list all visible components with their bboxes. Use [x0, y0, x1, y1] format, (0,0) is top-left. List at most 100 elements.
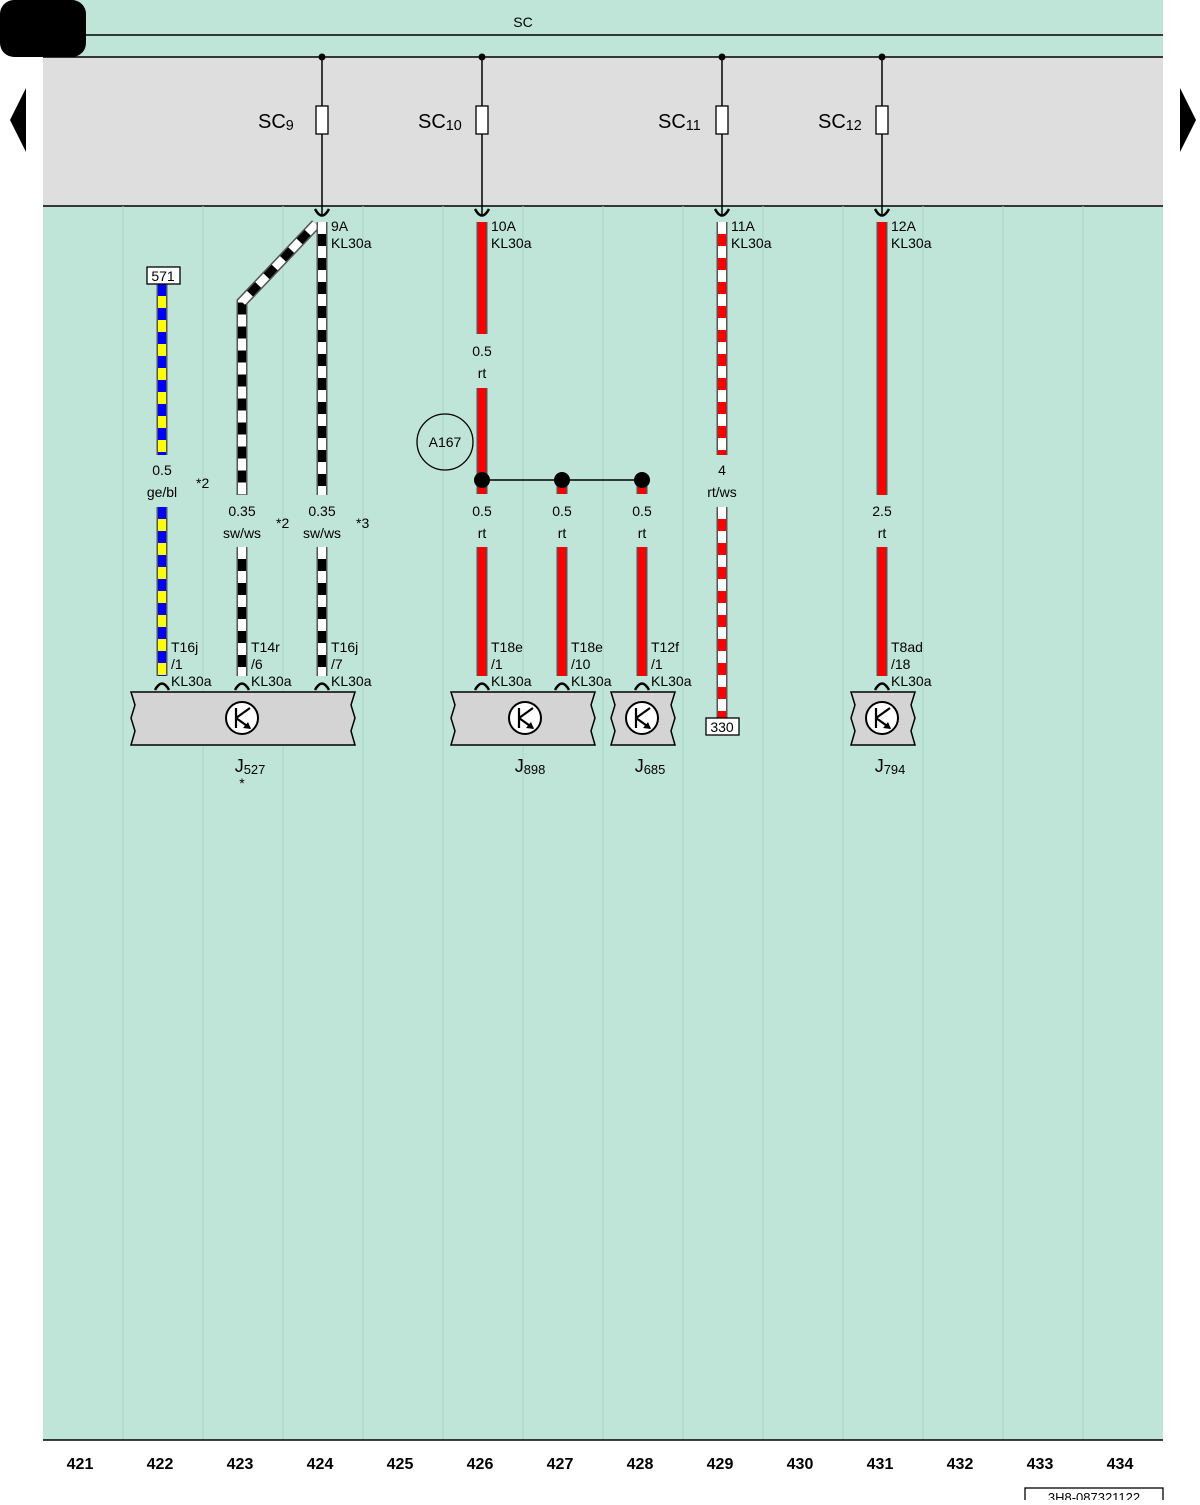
column-number: 421 — [67, 1456, 94, 1473]
connector-fork-icon — [313, 208, 331, 217]
wire-size: 2.5 — [872, 503, 892, 519]
connector-ref-330 — [705, 717, 740, 736]
pin-connector: T18e — [571, 639, 603, 655]
control-unit-icon-line — [875, 707, 891, 719]
connector-fork-icon — [233, 682, 251, 691]
pin-terminal: KL30a — [171, 673, 212, 689]
component-label: J527 — [235, 756, 266, 777]
footnote: *2 — [196, 475, 209, 491]
connector-ref-label: 330 — [710, 719, 734, 735]
pin-terminal: KL30a — [571, 673, 612, 689]
wire-size: 0.5 — [152, 462, 172, 478]
junction-dot — [718, 53, 726, 61]
component-label-main: J — [515, 756, 524, 776]
pin-connector: T18e — [491, 639, 523, 655]
fuse-symbol-icon — [475, 105, 489, 135]
connector-fork-icon — [473, 208, 491, 217]
wire-size: 0.5 — [472, 343, 492, 359]
component-label: J685 — [635, 756, 666, 777]
fuse-label-main: SC — [818, 111, 846, 133]
pin-connector: T14r — [251, 639, 280, 655]
control-unit-icon-line — [635, 707, 651, 719]
splice-symbol — [416, 413, 474, 471]
fuse-label: SC10 — [418, 111, 462, 134]
pin-connector: T16j — [331, 639, 358, 655]
pin-number: /18 — [891, 656, 911, 672]
pin-terminal: KL30a — [891, 673, 932, 689]
wire-color-code: sw/ws — [303, 525, 341, 541]
fuse-holder-band — [43, 57, 1163, 206]
splice-junction-dot — [634, 472, 650, 488]
connector-fork-icon — [713, 208, 731, 217]
column-number: 422 — [147, 1456, 174, 1473]
component-label-main: J — [875, 756, 884, 776]
fuse-rating: 9A — [331, 218, 349, 234]
fuse-terminal: KL30a — [331, 235, 372, 251]
fuse-label-main: SC — [258, 111, 286, 133]
bus-label: SC — [513, 14, 532, 30]
fuse-symbol-icon — [715, 105, 729, 135]
column-number: 431 — [867, 1456, 894, 1473]
pin-terminal: KL30a — [331, 673, 372, 689]
wire-color-code: rt/ws — [707, 484, 737, 500]
control-unit-icon-arrow — [643, 722, 651, 729]
pin-number: /6 — [251, 656, 263, 672]
pin-number: /1 — [491, 656, 503, 672]
fuse-terminal: KL30a — [891, 235, 932, 251]
connector-fork-icon — [873, 682, 891, 691]
column-number: 430 — [787, 1456, 814, 1473]
footnote: *3 — [356, 515, 369, 531]
component-label: J794 — [875, 756, 906, 777]
pin-connector: T16j — [171, 639, 198, 655]
connector-fork-icon — [313, 682, 331, 691]
component-label-sub: 898 — [524, 762, 546, 777]
connector-fork-icon — [153, 682, 171, 691]
component-label-sub: 794 — [884, 762, 906, 777]
fuse-rating: 12A — [891, 218, 917, 234]
component-label-main: J — [235, 756, 244, 776]
control-unit-icon-arrow — [883, 722, 891, 729]
fuse-label-sub: 11 — [686, 118, 701, 134]
column-number: 423 — [227, 1456, 254, 1473]
fuse-label-main: SC — [418, 111, 446, 133]
connector-ref-label: 571 — [151, 268, 175, 284]
pin-number: /10 — [571, 656, 591, 672]
fuse-terminal: KL30a — [491, 235, 532, 251]
control-unit-icon — [865, 701, 899, 735]
wire-sw-ws-stripe — [238, 221, 319, 495]
connector-fork-icon — [633, 682, 651, 691]
arrow-left-icon — [10, 88, 26, 152]
fuse-rating: 10A — [491, 218, 517, 234]
control-unit-icon-line — [235, 707, 251, 719]
splice-label: A167 — [429, 434, 462, 450]
control-unit-icon-arrow — [243, 722, 251, 729]
component-label-sub: 527 — [244, 762, 266, 777]
column-number: 427 — [547, 1456, 574, 1473]
column-number: 425 — [387, 1456, 414, 1473]
pin-number: /7 — [331, 656, 343, 672]
column-number: 434 — [1107, 1456, 1134, 1473]
column-number: 432 — [947, 1456, 974, 1473]
fuse-label: SC11 — [658, 111, 701, 134]
wire-size: 0.35 — [228, 503, 255, 519]
footnote: *2 — [276, 515, 289, 531]
wire-size: 4 — [718, 462, 726, 478]
fuse-label-sub: 9 — [286, 118, 294, 134]
pin-connector: T12f — [651, 639, 679, 655]
wire-size: 0.5 — [632, 503, 652, 519]
column-number: 428 — [627, 1456, 654, 1473]
connector-ref-571 — [146, 266, 181, 285]
wire-color-code: sw/ws — [223, 525, 261, 541]
junction-dot — [478, 53, 486, 61]
fuse-label-sub: 10 — [446, 118, 462, 134]
wire-size: 0.5 — [552, 503, 572, 519]
component-label-main: J — [635, 756, 644, 776]
wire-color-code: rt — [478, 525, 487, 541]
fuse-label: SC9 — [258, 111, 294, 134]
fuse-symbol-icon — [315, 105, 329, 135]
wire-size: 0.5 — [472, 503, 492, 519]
fuse-terminal: KL30a — [731, 235, 772, 251]
connector-fork-icon — [553, 682, 571, 691]
splice-junction-dot — [554, 472, 570, 488]
